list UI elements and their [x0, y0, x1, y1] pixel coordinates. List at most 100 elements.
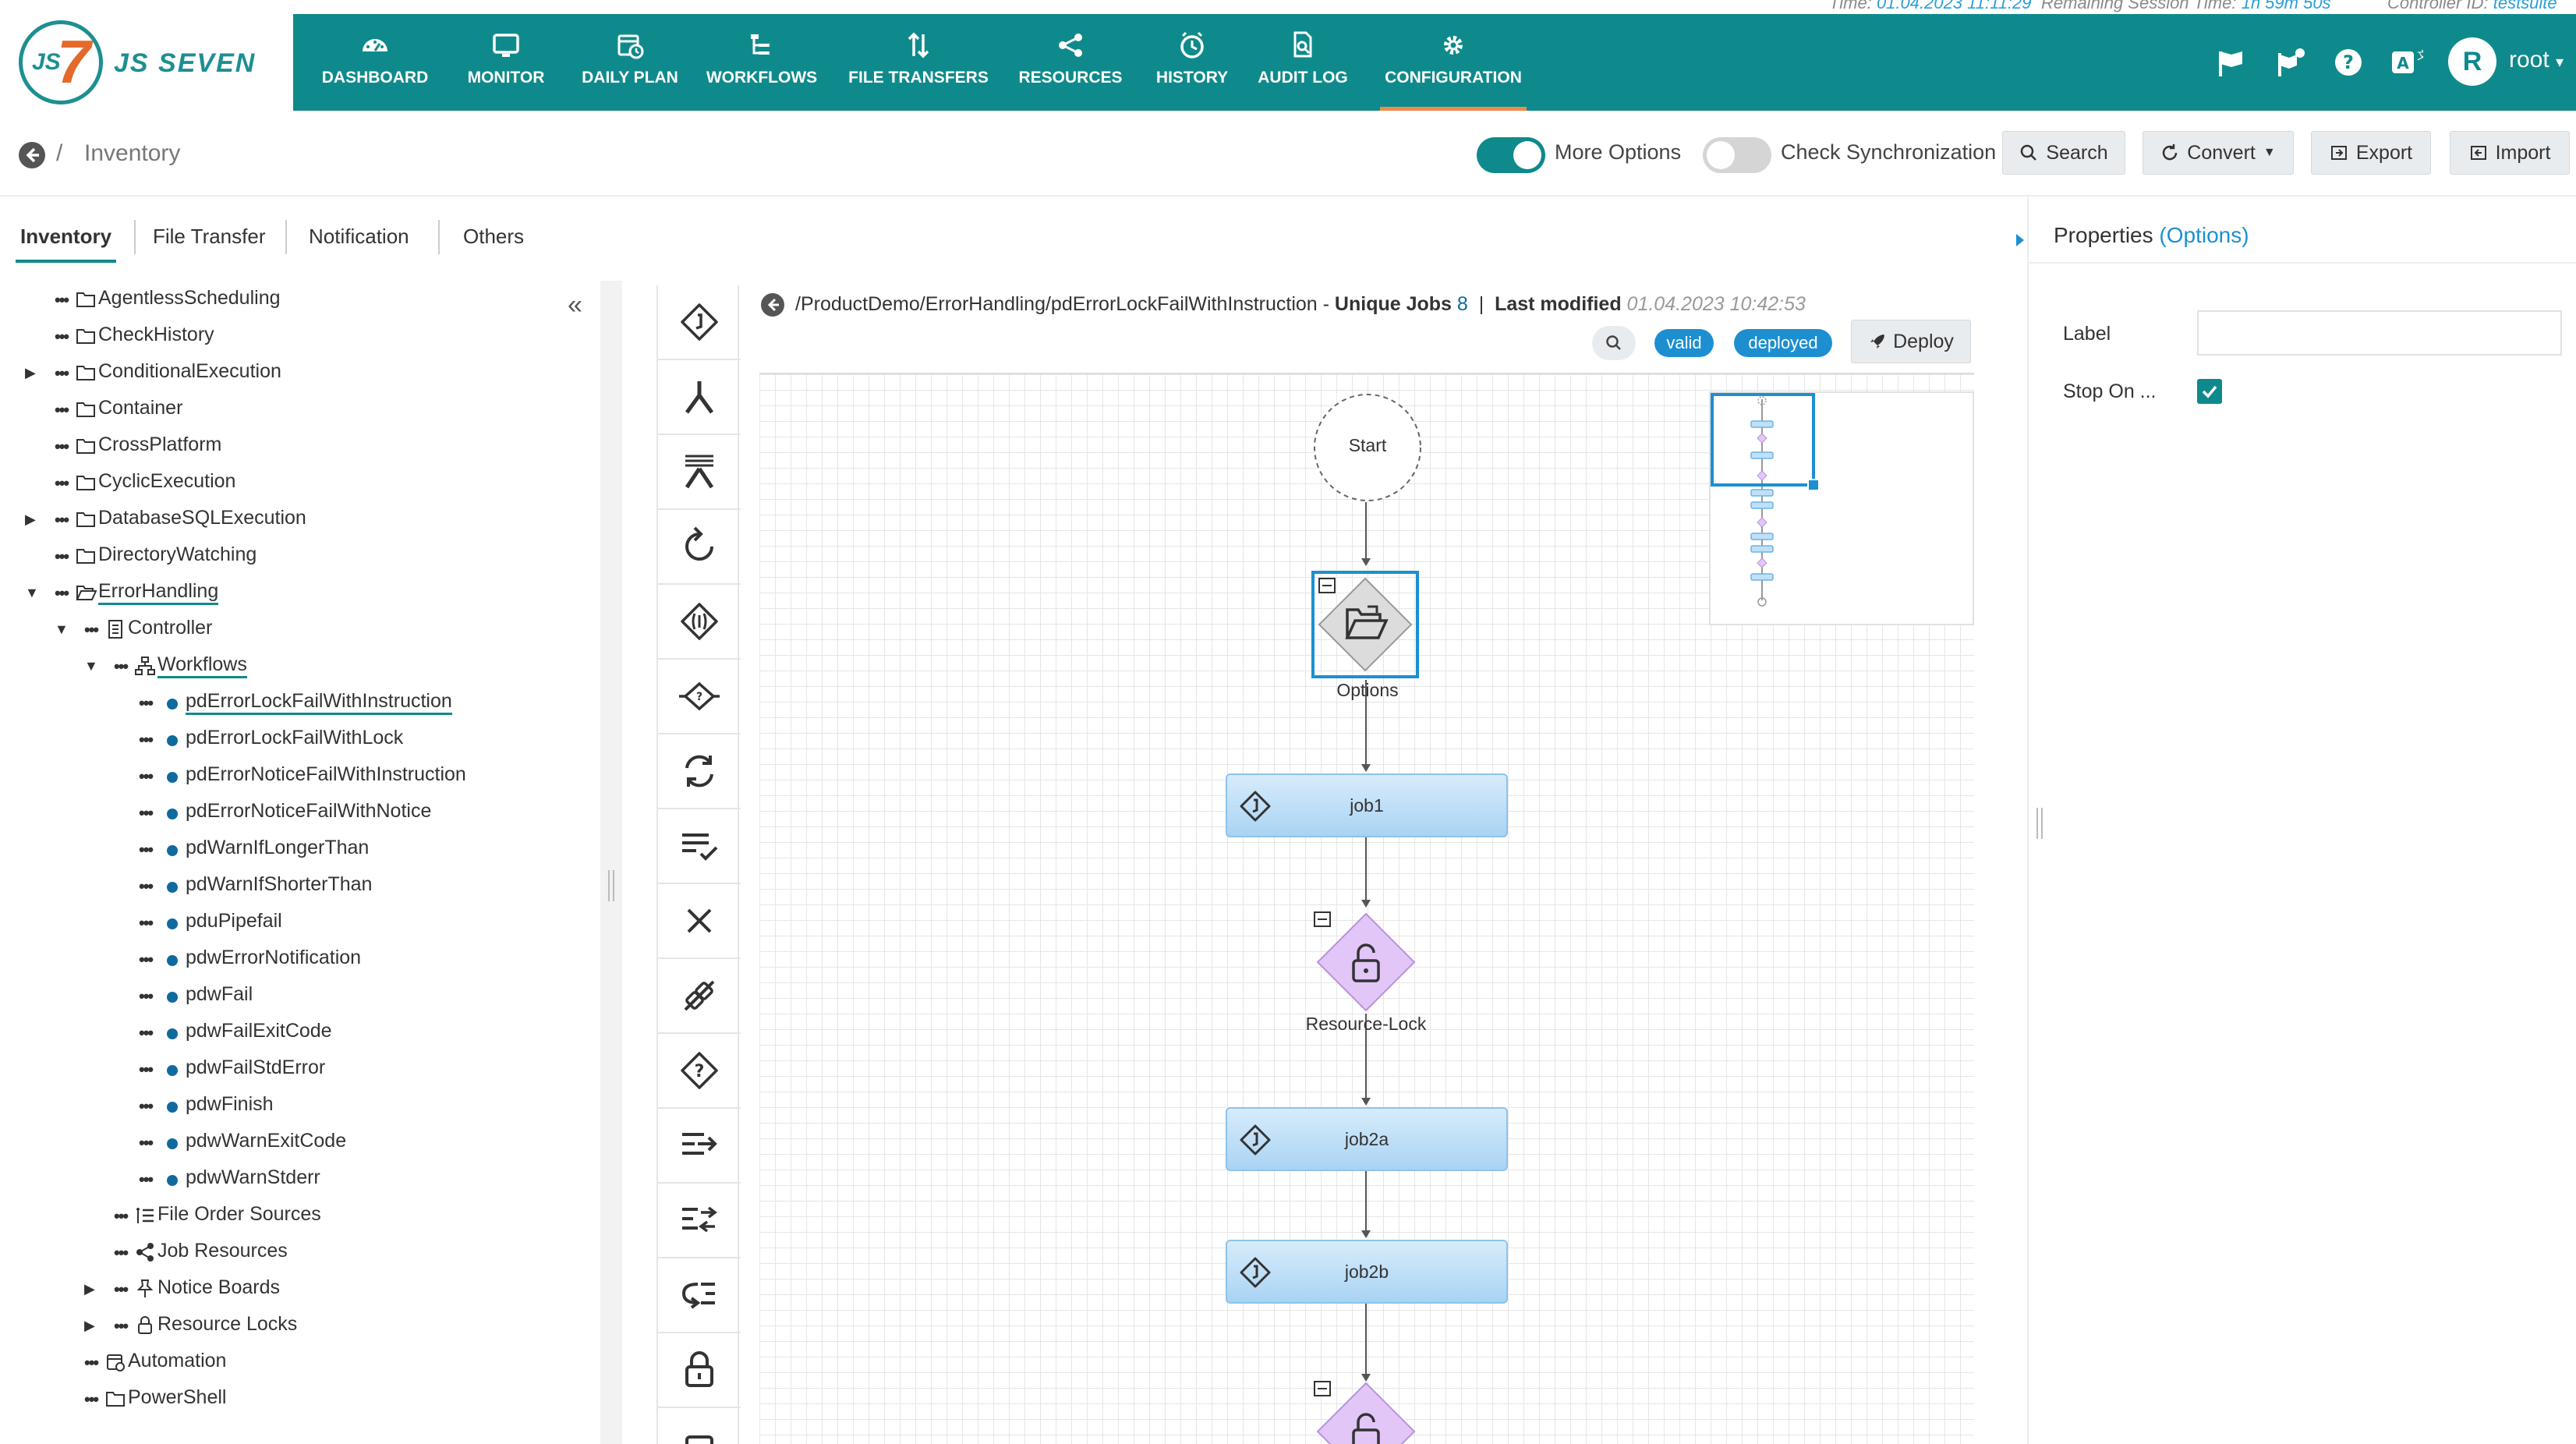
tree-workflow-item[interactable]: •••pdwWarnExitCode — [0, 1128, 600, 1165]
more-actions-icon[interactable]: ••• — [139, 1023, 154, 1042]
tree-folder-item[interactable]: •••AgentlessScheduling — [0, 288, 600, 322]
more-actions-icon[interactable]: ••• — [139, 950, 154, 969]
more-actions-icon[interactable]: ••• — [139, 1133, 154, 1152]
start-node[interactable] — [1311, 391, 1424, 504]
more-actions-icon[interactable]: ••• — [139, 840, 154, 859]
tree-folder-item[interactable]: •••CheckHistory — [0, 322, 600, 359]
tree-folder-item[interactable]: ▶•••Resource Locks — [0, 1311, 600, 1348]
palette-retry[interactable] — [658, 510, 741, 585]
panel-resize-handle[interactable] — [2036, 808, 2043, 839]
more-actions-icon[interactable]: ••• — [55, 290, 69, 310]
more-actions-icon[interactable]: ••• — [55, 473, 69, 493]
logo[interactable]: JS 7 JS SEVEN — [0, 14, 293, 111]
user-menu[interactable]: root ▾ — [2509, 47, 2564, 73]
tree-folder-item[interactable]: ▶•••Notice Boards — [0, 1275, 600, 1311]
more-actions-icon[interactable]: ••• — [55, 400, 69, 419]
tree-workflow-item[interactable]: •••pdErrorNoticeFailWithNotice — [0, 798, 600, 835]
nav-history[interactable]: HISTORY — [1146, 14, 1238, 111]
tree-folder-item[interactable]: •••Job Resources — [0, 1238, 600, 1275]
more-actions-icon[interactable]: ••• — [139, 766, 154, 786]
tree-scrollbar[interactable] — [600, 281, 622, 1444]
palette-job[interactable] — [658, 285, 741, 360]
tree-folder-item[interactable]: ▶•••ConditionalExecution — [0, 359, 600, 395]
more-options-toggle[interactable] — [1477, 137, 1545, 173]
tree-folder-item[interactable]: ▶•••DatabaseSQLExecution — [0, 505, 600, 542]
palette-sticky[interactable] — [658, 1408, 741, 1444]
nav-audit-log[interactable]: AUDIT LOG — [1254, 14, 1352, 111]
caret-right-icon[interactable]: ▶ — [25, 365, 36, 380]
deploy-button[interactable]: Deploy — [1851, 320, 1971, 363]
tree-folder-item[interactable]: •••CrossPlatform — [0, 432, 600, 469]
workflow-minimap[interactable] — [1709, 391, 1974, 625]
tree-folder-item[interactable]: ▼•••Workflows — [0, 652, 600, 688]
tree-folder-item[interactable]: •••DirectoryWatching — [0, 542, 600, 579]
export-button[interactable]: Export — [2311, 131, 2431, 175]
nav-monitor[interactable]: MONITOR — [455, 14, 557, 111]
palette-post-notices[interactable] — [658, 1109, 741, 1184]
resize-handle[interactable] — [608, 870, 614, 901]
minimap-viewport[interactable] — [1711, 393, 1815, 487]
more-actions-icon[interactable]: ••• — [84, 1389, 99, 1409]
palette-cycle[interactable] — [658, 734, 741, 809]
more-actions-icon[interactable]: ••• — [55, 437, 69, 456]
tab-others[interactable]: Others — [463, 225, 525, 248]
panel-toggle-icon[interactable] — [2012, 231, 2029, 250]
nav-daily-plan[interactable]: DAILY PLAN — [575, 14, 685, 111]
minimap-resize-handle[interactable] — [1807, 479, 1820, 491]
palette-consume-notices[interactable] — [658, 1184, 741, 1258]
resource-lock-node[interactable] — [1311, 909, 1421, 1018]
more-actions-icon[interactable]: ••• — [139, 730, 154, 749]
caret-down-icon[interactable]: ▼ — [25, 585, 39, 600]
more-actions-icon[interactable]: ••• — [55, 547, 69, 566]
options-node[interactable] — [1311, 571, 1419, 678]
nav-dashboard[interactable]: DASHBOARD — [317, 14, 433, 111]
palette-try[interactable] — [658, 585, 741, 660]
job-node-job1[interactable]: job1 — [1226, 773, 1508, 837]
tree-workflow-item[interactable]: •••pdwWarnStderr — [0, 1165, 600, 1202]
tab-inventory[interactable]: Inventory — [15, 225, 117, 263]
tree-workflow-item[interactable]: •••pdErrorLockFailWithLock — [0, 725, 600, 762]
find-node-button[interactable] — [1592, 326, 1636, 360]
tree-folder-item[interactable]: ▼•••Controller — [0, 615, 600, 652]
help-icon[interactable]: ? — [2331, 45, 2365, 80]
convert-button[interactable]: Convert ▼ — [2143, 131, 2294, 175]
tree-workflow-item[interactable]: •••pdwErrorNotification — [0, 945, 600, 982]
palette-lock[interactable] — [658, 1333, 741, 1408]
caret-right-icon[interactable]: ▶ — [84, 1281, 95, 1297]
search-button[interactable]: Search — [2002, 131, 2125, 175]
more-actions-icon[interactable]: ••• — [139, 1060, 154, 1079]
more-actions-icon[interactable]: ••• — [139, 913, 154, 933]
tab-file-transfer[interactable]: File Transfer — [153, 225, 266, 248]
nav-workflows[interactable]: WORKFLOWS — [703, 14, 820, 111]
stop-on-checkbox[interactable] — [2197, 379, 2222, 404]
palette-fail[interactable] — [658, 884, 741, 959]
job-node-job2a[interactable]: job2a — [1226, 1107, 1508, 1171]
tree-workflow-item[interactable]: •••pdwFail — [0, 982, 600, 1018]
job-node-job2b[interactable]: job2b — [1226, 1240, 1508, 1304]
tree-workflow-item[interactable]: •••pdwFinish — [0, 1092, 600, 1128]
palette-fork[interactable] — [658, 360, 741, 435]
back-icon[interactable] — [19, 142, 45, 168]
tree-folder-item[interactable]: •••Automation — [0, 1348, 600, 1385]
palette-finish[interactable] — [658, 809, 741, 884]
more-actions-icon[interactable]: ••• — [114, 1243, 129, 1262]
tree-folder-item[interactable]: ▼•••ErrorHandling — [0, 579, 600, 615]
tree-workflow-item[interactable]: •••pdWarnIfShorterThan — [0, 872, 600, 908]
tree-workflow-item[interactable]: •••pdwFailStdError — [0, 1055, 600, 1092]
more-actions-icon[interactable]: ••• — [114, 1279, 129, 1299]
more-actions-icon[interactable]: ••• — [139, 986, 154, 1006]
notification-flag-icon[interactable] — [2273, 45, 2308, 80]
tree-folder-item[interactable]: •••File Order Sources — [0, 1202, 600, 1238]
collapse-tree-icon[interactable]: « — [568, 290, 582, 320]
label-input[interactable] — [2197, 310, 2562, 356]
tree-workflow-item[interactable]: •••pdErrorLockFailWithInstruction — [0, 688, 600, 725]
tree-workflow-item[interactable]: •••pduPipefail — [0, 908, 600, 945]
more-actions-icon[interactable]: ••• — [139, 1170, 154, 1189]
nav-resources[interactable]: RESOURCES — [1015, 14, 1126, 111]
avatar[interactable]: R — [2448, 37, 2496, 86]
palette-fork-list[interactable] — [658, 435, 741, 510]
more-actions-icon[interactable]: ••• — [114, 1206, 129, 1226]
palette-expect-notices[interactable] — [658, 1258, 741, 1333]
caret-down-icon[interactable]: ▼ — [55, 621, 69, 637]
